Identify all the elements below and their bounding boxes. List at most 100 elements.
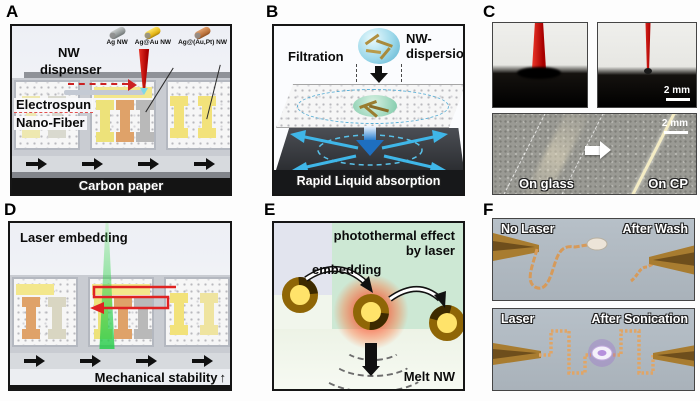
dogbone-sample (136, 100, 154, 142)
absorbed-droplet (353, 95, 397, 118)
panel-b-schematic: Filtration NW- dispersion (272, 24, 465, 196)
dogbone-sample (170, 293, 188, 335)
panel-d-schematic: Laser embedding (8, 221, 232, 391)
on-glass-label: On glass (519, 176, 574, 192)
conveyor-arrow-icon (82, 158, 103, 170)
panel-a-schematic: Ag NW Ag@Au NW Ag@(Au,Pt) NW NW dispense… (10, 24, 232, 196)
fiber-cell (166, 80, 230, 150)
panel-e-schematic: photothermal effect by laser embedding M… (272, 221, 465, 391)
contact-blob (517, 67, 561, 79)
dogbone-sample (96, 100, 114, 142)
carbon-paper-edge (12, 172, 230, 178)
nanowire-cross-section-icon (282, 277, 318, 313)
ink-droplet-icon (140, 88, 148, 95)
absorption-banner: Rapid Liquid absorption (274, 170, 463, 194)
transfer-strip (12, 156, 230, 172)
carbon-paper-edge (10, 385, 230, 389)
dispenser-nozzle-icon (138, 49, 150, 90)
scale-bar-label: 2 mm (663, 85, 690, 96)
filter-membrane (276, 84, 463, 128)
dogbone-sample (114, 297, 132, 339)
nanowire-stick-icon (365, 48, 382, 54)
droplet-blob (644, 68, 652, 74)
intact-trace-graphic (493, 329, 694, 375)
panel-d-label: D (4, 200, 17, 219)
electrospun-label: Nano-Fiber (14, 115, 87, 130)
dogbone-sample (116, 100, 134, 142)
dogbone-sample (200, 293, 218, 335)
process-arrow-icon (585, 146, 600, 155)
scale-bar-label: 2 mm (661, 118, 688, 129)
scale-bar: 2 mm (662, 119, 688, 134)
scale-bar-line (664, 131, 688, 134)
no-laser-label: No Laser (501, 222, 555, 236)
electrospun-label: Electrospun (14, 97, 94, 113)
scale-bar-line (666, 98, 690, 101)
embedding-arrows-icon (304, 265, 446, 308)
after-wash-label: After Wash (622, 222, 688, 236)
pipette-tip-icon (645, 23, 651, 69)
photothermal-label: photothermal effect (333, 228, 455, 243)
panel-f-label: F (483, 200, 494, 219)
legend-label: Ag@(Au,Pt) NW (178, 39, 227, 46)
conveyor-arrow-icon (136, 355, 157, 367)
photo-dispense-on-cp: 2 mm (597, 22, 697, 108)
photo-dispense-on-glass (492, 22, 588, 108)
panel-b-label: B (266, 2, 279, 21)
conveyor-arrow-icon (194, 158, 215, 170)
fiber-cell (164, 277, 230, 347)
dispenser-rail (24, 72, 230, 80)
melt-nw-label: Melt NW (403, 369, 455, 385)
legend-item-ag: Ag NW (106, 26, 128, 46)
nanowire-cross-section-icon (353, 294, 389, 330)
photo-printed-lines: On glass On CP 2 mm (492, 113, 697, 195)
printed-nw-band (16, 284, 54, 295)
conveyor-arrow-icon (80, 355, 101, 367)
dispense-direction-arrow-icon (68, 83, 128, 85)
scale-bar: 2 mm (664, 86, 690, 101)
after-sonication-label: After Sonication (591, 312, 688, 326)
damaged-trace-graphic (493, 233, 694, 290)
transfer-strip (10, 353, 230, 369)
nanowire-cross-section-icon (429, 305, 463, 341)
nw-dispersion-sphere (358, 28, 400, 64)
down-arrow-icon (365, 343, 377, 367)
laser-scan-path-icon (90, 285, 176, 314)
stability-band: Mechanical stability↑ (10, 369, 230, 385)
nw-dispersion-label: dispersion (406, 46, 464, 61)
conveyor-arrow-icon (138, 158, 159, 170)
substrate-plate (64, 90, 144, 95)
process-arrowhead-icon (600, 141, 611, 159)
conveyor-arrow-icon (192, 355, 213, 367)
dogbone-sample (134, 297, 152, 339)
legend-label: Ag NW (106, 39, 128, 46)
conveyor-arrow-icon (26, 158, 47, 170)
photo-laser-after-sonication: Laser After Sonication (492, 308, 695, 391)
down-arrow-icon (375, 66, 382, 74)
wetting-ring-icon (297, 89, 449, 124)
embedding-label: embedding (312, 262, 382, 277)
pipette-tip-icon (531, 23, 547, 73)
on-cp-label: On CP (648, 176, 688, 192)
legend-label: Ag@Au NW (134, 39, 172, 46)
dogbone-sample (22, 297, 40, 339)
nanowire-stick-icon (376, 39, 393, 48)
mechanical-stability-label: Mechanical stability (94, 370, 218, 385)
dogbone-sample (170, 96, 188, 138)
panel-a-label: A (6, 2, 19, 21)
photo-no-laser-after-wash: No Laser After Wash (492, 218, 695, 301)
laser-label: Laser (501, 312, 535, 326)
conveyor-arrow-icon (24, 355, 45, 367)
nw-dispenser-label: dispenser (40, 62, 102, 77)
printed-nw-band (92, 284, 150, 295)
nanowire-legend: Ag NW Ag@Au NW Ag@(Au,Pt) NW (106, 26, 227, 46)
legend-item-agaupt: Ag@(Au,Pt) NW (178, 26, 227, 46)
dogbone-sample (48, 297, 66, 339)
filtration-label: Filtration (288, 49, 344, 64)
absorption-arrows-icon (290, 126, 448, 174)
panel-e-label: E (264, 200, 276, 219)
dispense-arrowhead-icon (128, 79, 137, 91)
carbon-paper-slab: Carbon paper (12, 178, 230, 194)
nanowire-stick-icon (379, 47, 391, 60)
